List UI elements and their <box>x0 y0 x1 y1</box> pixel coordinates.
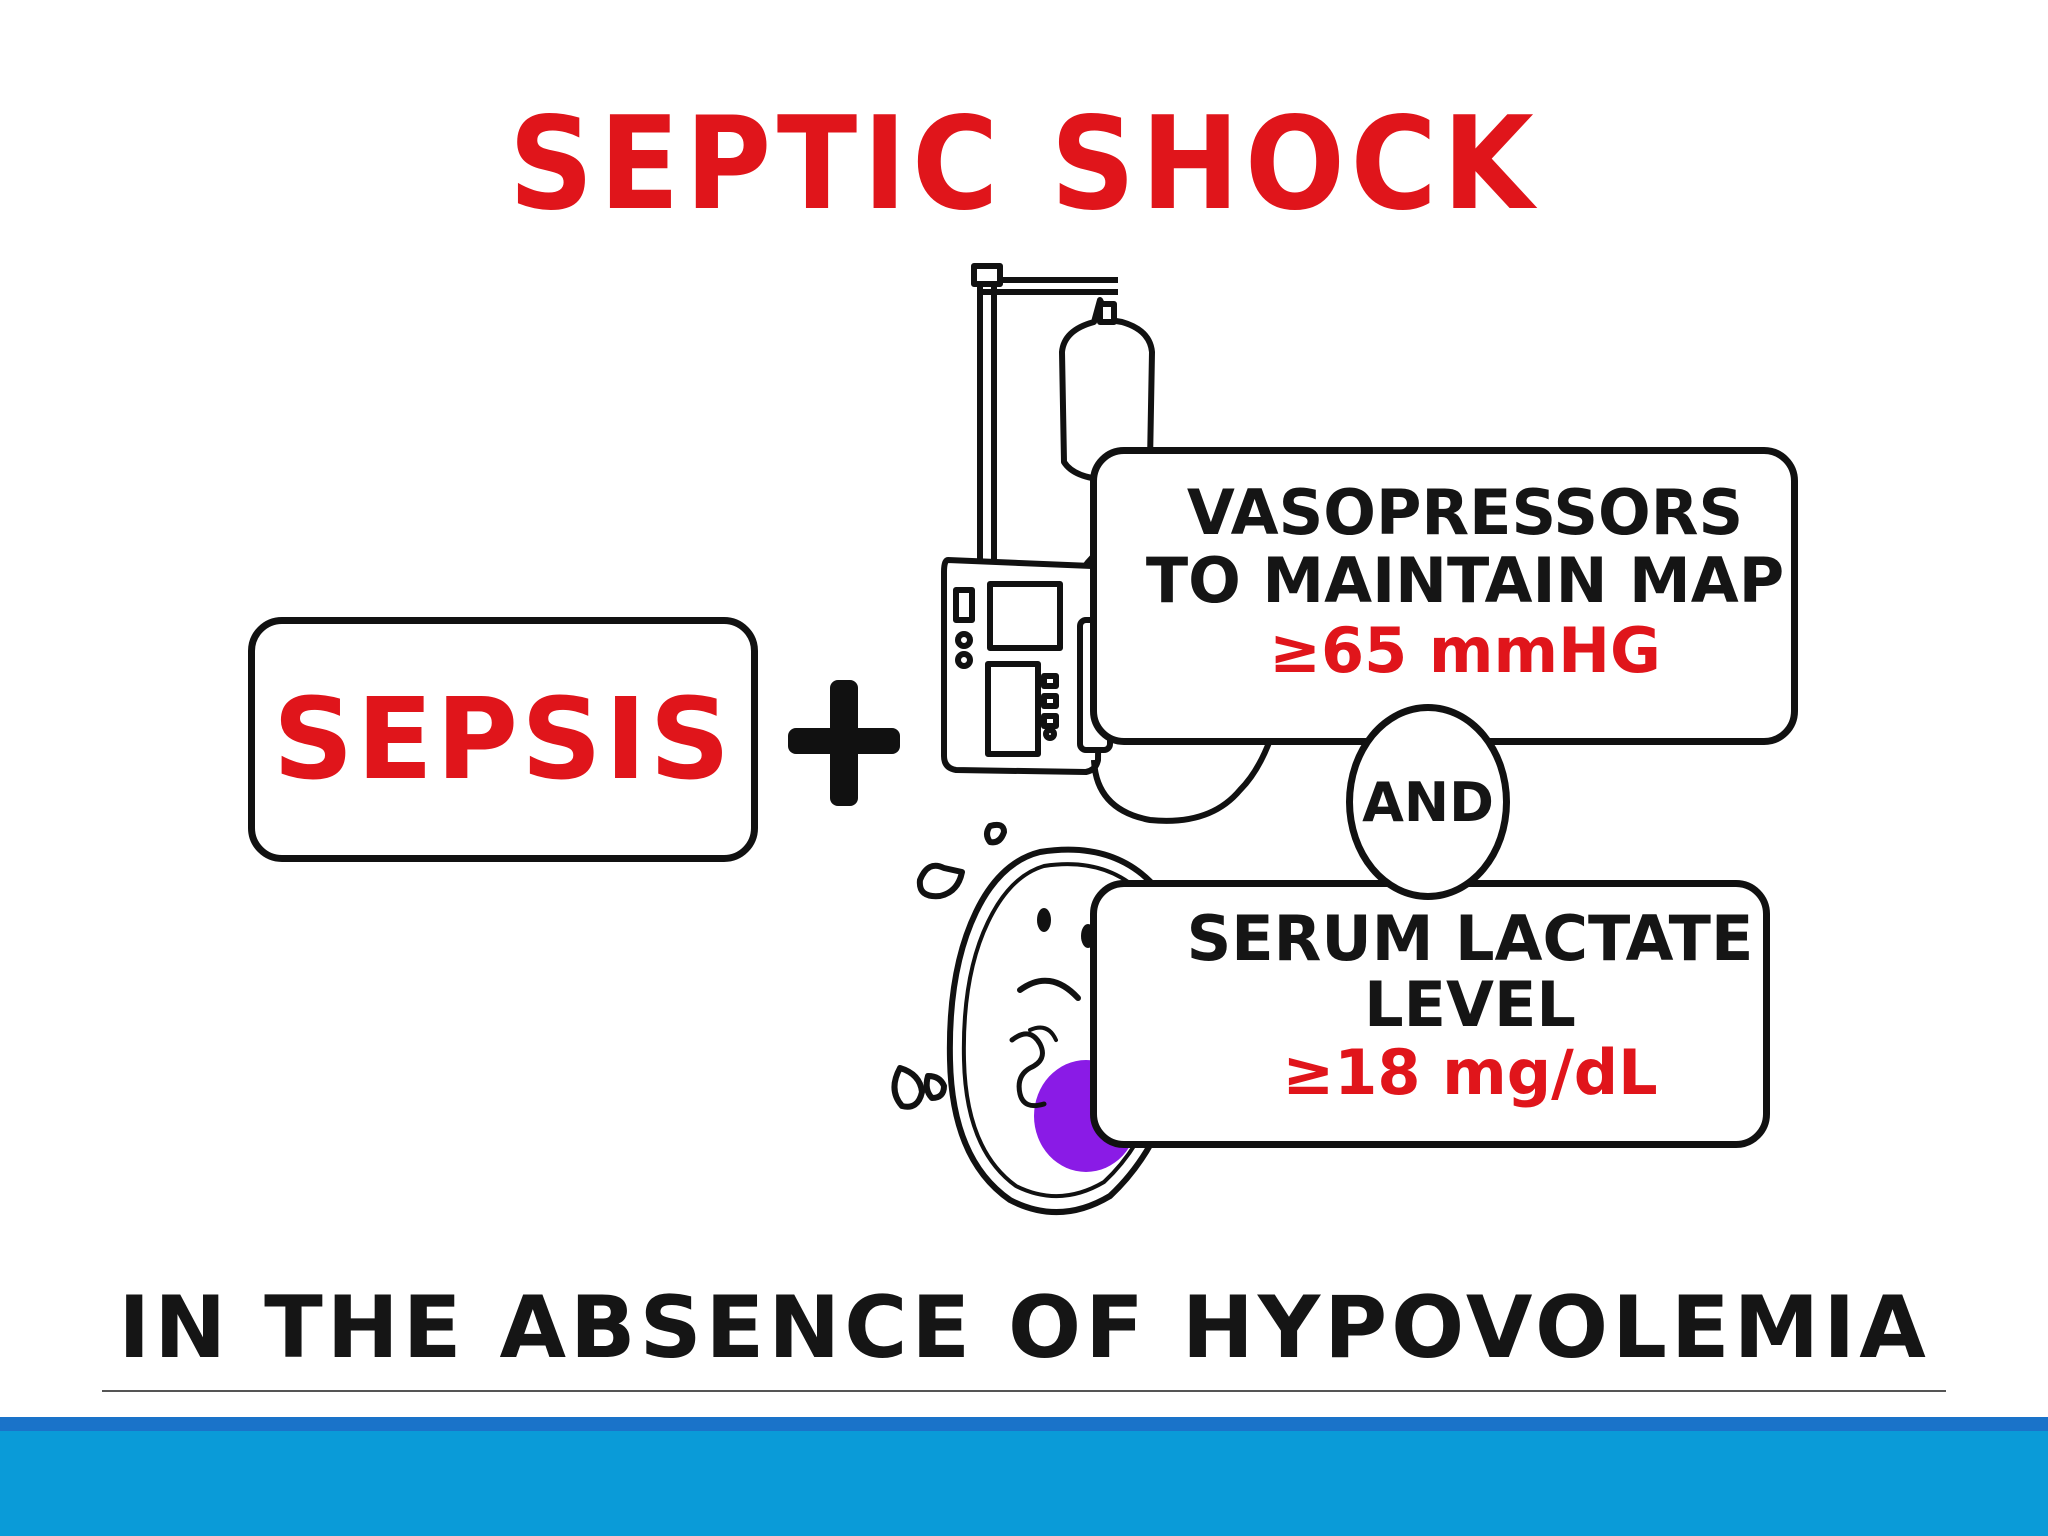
divider <box>102 1390 1946 1392</box>
footer-caption: IN THE ABSENCE OF HYPOVOLEMIA <box>118 1278 1930 1378</box>
sepsis-label: SEPSIS <box>272 674 734 805</box>
sepsis-box <box>248 617 758 862</box>
lactate-line2: LEVEL <box>1364 968 1576 1041</box>
and-connector: AND <box>1346 704 1510 900</box>
slide-title: SEPTIC SHOCK <box>508 90 1540 239</box>
vasopressor-line1: VASOPRESSORS <box>1186 476 1744 549</box>
bottom-bar <box>0 1417 2048 1536</box>
plus-icon <box>788 680 900 806</box>
map-threshold-value: ≥65 mmHG <box>1269 614 1661 687</box>
lactate-line1: SERUM LACTATE <box>1186 902 1754 975</box>
bottom-bar-accent <box>0 1417 2048 1431</box>
lactate-threshold-value: ≥18 mg/dL <box>1282 1036 1658 1109</box>
vasopressor-box <box>1090 447 1798 745</box>
vasopressor-line2: TO MAINTAIN MAP <box>1145 544 1785 617</box>
